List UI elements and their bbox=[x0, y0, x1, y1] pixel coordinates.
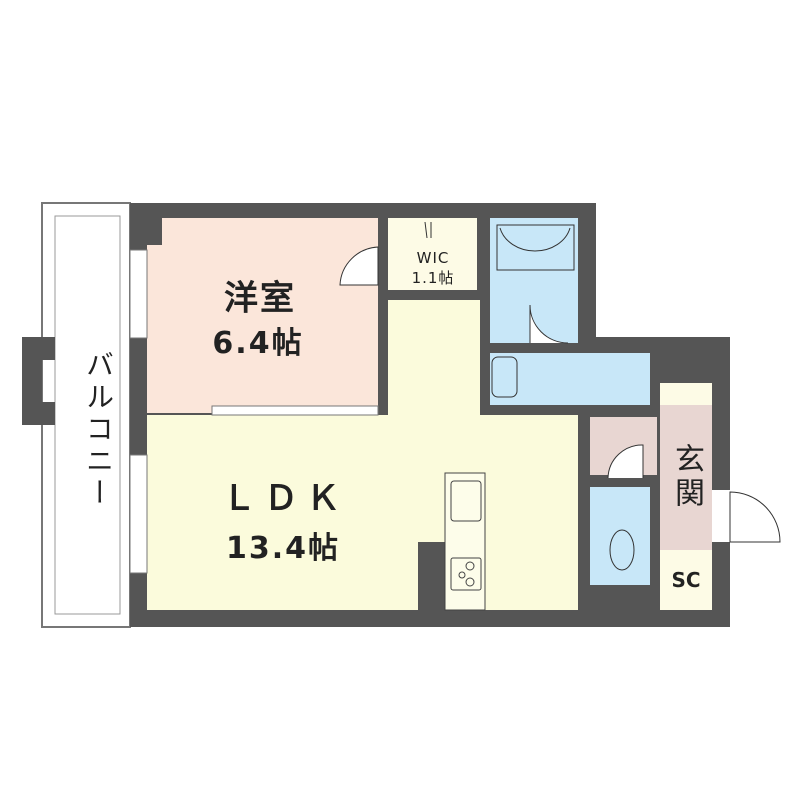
shoe-closet-name: SC bbox=[671, 568, 701, 592]
closet-top bbox=[660, 383, 712, 405]
balcony-name: バルコニー bbox=[82, 350, 115, 510]
balcony bbox=[41, 202, 131, 628]
toilet bbox=[590, 487, 650, 585]
wic-size: 1.1帖 bbox=[411, 269, 455, 287]
entrance bbox=[660, 405, 712, 550]
ldk-size: 13.4帖 bbox=[225, 531, 341, 566]
shoe-closet bbox=[660, 550, 712, 610]
western-room bbox=[147, 218, 378, 413]
wic bbox=[388, 218, 477, 290]
balcony-column bbox=[22, 337, 55, 425]
sink bbox=[450, 480, 482, 522]
western-room-name: 洋室 bbox=[224, 278, 296, 319]
wic-name: WIC bbox=[416, 249, 450, 267]
ldk-name: ＬＤＫ bbox=[222, 478, 348, 519]
western-room-size: 6.4帖 bbox=[212, 326, 304, 361]
stove bbox=[450, 557, 482, 591]
entrance-name: 玄関 bbox=[669, 443, 704, 511]
washroom bbox=[490, 353, 650, 405]
entrance-door[interactable] bbox=[712, 490, 730, 542]
kitchen-counter bbox=[444, 472, 486, 611]
pillar bbox=[418, 542, 445, 612]
